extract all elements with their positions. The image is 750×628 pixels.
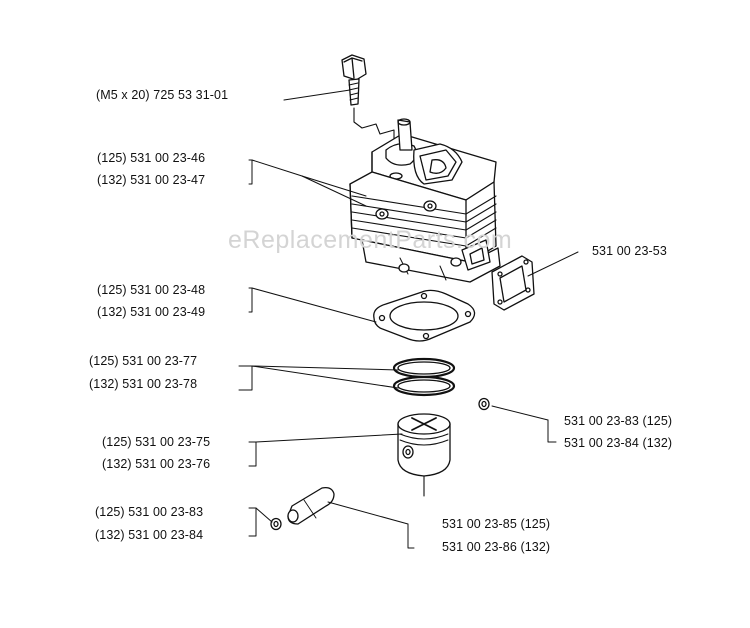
label-cylinder-125: (125) 531 00 23-46 (97, 151, 206, 165)
leader-lines (238, 89, 579, 549)
label-cylinder-132: (132) 531 00 23-47 (97, 173, 206, 187)
label-cylinder-gasket-132: (132) 531 00 23-49 (97, 305, 206, 319)
exhaust-gasket-part (491, 255, 535, 311)
circlip-left-part (270, 517, 282, 531)
label-circlip-right-125: 531 00 23-83 (125) (564, 414, 673, 428)
label-piston-125: (125) 531 00 23-75 (102, 435, 211, 449)
circlip-right-part (478, 397, 490, 411)
label-exhaust-gasket: 531 00 23-53 (592, 244, 667, 258)
piston-part (397, 413, 451, 497)
watermark: eReplacementParts.com (228, 226, 513, 254)
label-circlip-right-132: 531 00 23-84 (132) (564, 436, 673, 450)
piston-pin-part (287, 486, 335, 525)
label-piston-132: (132) 531 00 23-76 (102, 457, 211, 471)
label-rings-132: (132) 531 00 23-78 (89, 377, 198, 391)
piston-rings-part (392, 357, 456, 397)
label-cylinder-gasket-125: (125) 531 00 23-48 (97, 283, 206, 297)
label-rings-125: (125) 531 00 23-77 (89, 354, 198, 368)
label-circlip-left-132: (132) 531 00 23-84 (95, 528, 204, 542)
screw-part (341, 54, 395, 151)
label-screw: (M5 x 20) 725 53 31-01 (96, 88, 229, 102)
label-piston-pin-125: 531 00 23-85 (125) (442, 517, 551, 531)
label-circlip-left-125: (125) 531 00 23-83 (95, 505, 204, 519)
cylinder-gasket-part (373, 289, 476, 342)
label-piston-pin-132: 531 00 23-86 (132) (442, 540, 551, 554)
cylinder-part (349, 118, 501, 283)
